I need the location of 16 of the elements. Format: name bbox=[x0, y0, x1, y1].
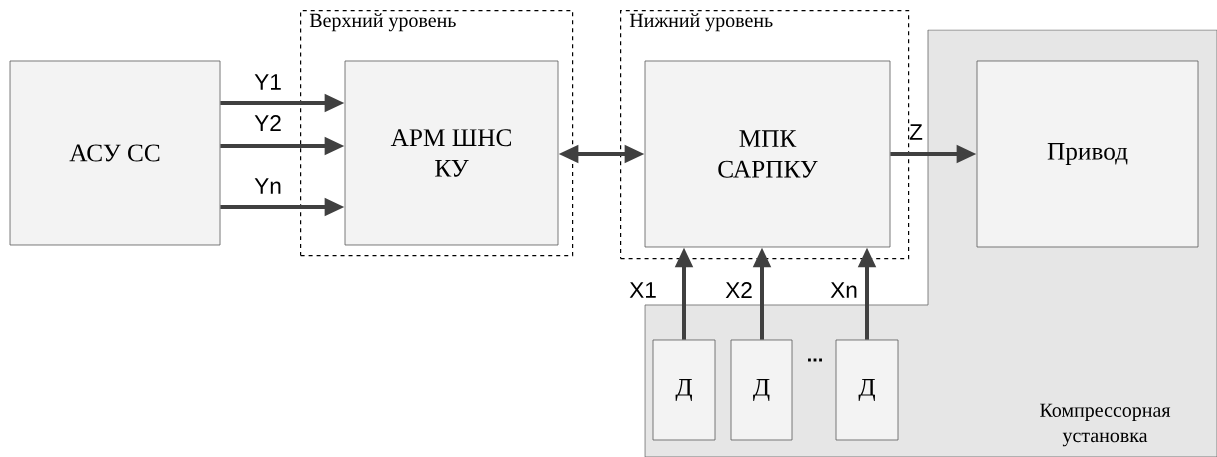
group-heading: Нижний уровень bbox=[629, 13, 773, 32]
sensor-box: Д bbox=[730, 339, 793, 441]
edge-label: Y2 bbox=[254, 115, 281, 131]
edge-label: X2 bbox=[725, 282, 752, 298]
block-box: МПК САРПКУ bbox=[644, 60, 891, 248]
edge-label: Z bbox=[909, 124, 923, 140]
edge-label: Y1 bbox=[254, 74, 281, 90]
sensor-box: Д bbox=[835, 339, 899, 441]
block-box: АСУ СС bbox=[9, 60, 221, 246]
sensor-box: Д bbox=[652, 339, 716, 441]
edge-label: Yn bbox=[254, 178, 281, 194]
group-heading: Верхний уровень bbox=[309, 13, 456, 32]
block-box: Привод bbox=[976, 60, 1199, 248]
ellipsis-label: ... bbox=[808, 358, 822, 362]
edge-label: Xn bbox=[830, 282, 857, 298]
block-box: АРМ ШНС КУ bbox=[344, 60, 559, 246]
